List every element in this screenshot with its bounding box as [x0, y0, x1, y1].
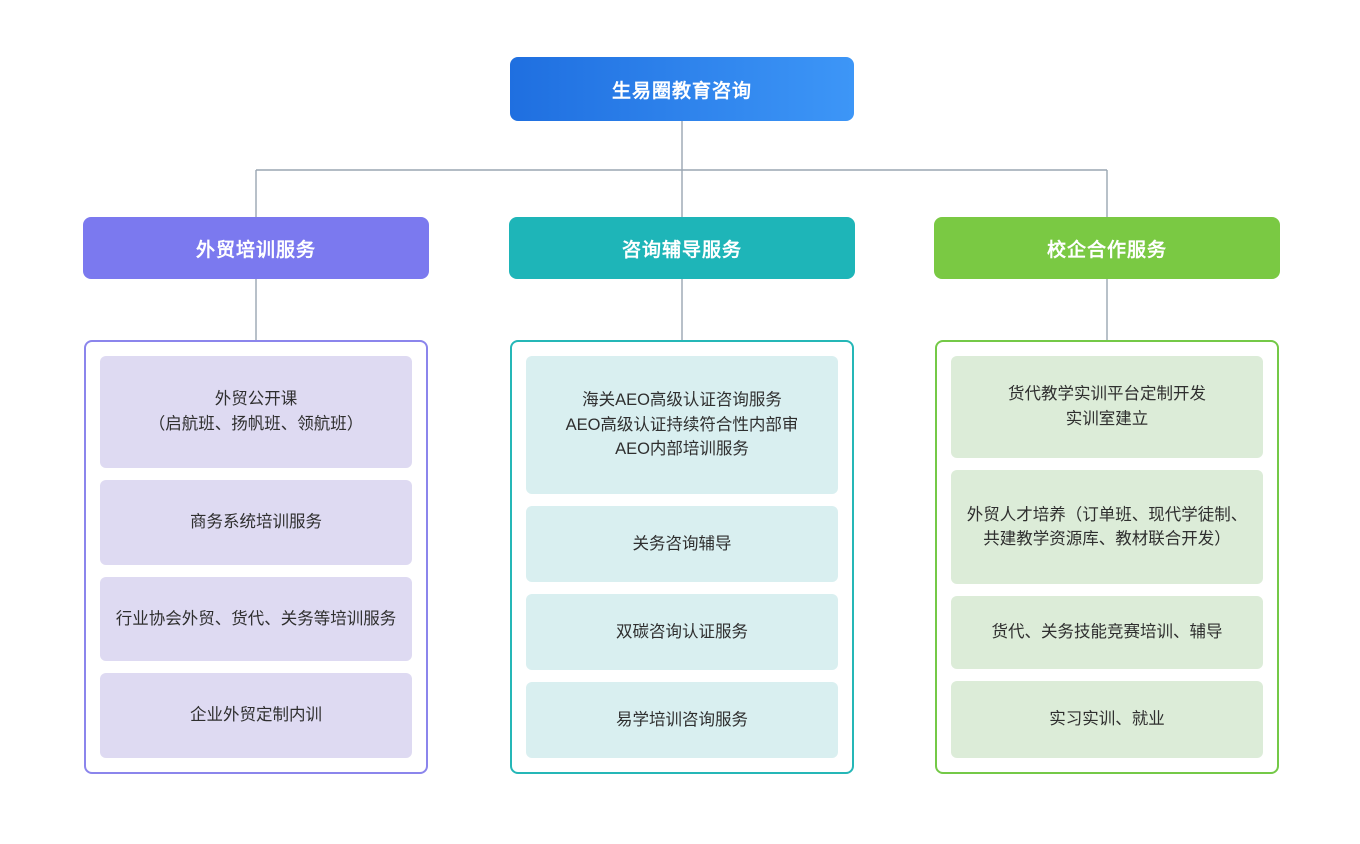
branch-header-label-3: 校企合作服务	[1046, 239, 1167, 261]
service-item-card[interactable]: 外贸公开课 （启航班、扬帆班、领航班）	[100, 356, 412, 469]
branch-group-box-2: 海关AEO高级认证咨询服务 AEO高级认证持续符合性内部审 AEO内部培训服务 …	[510, 340, 854, 774]
branch-header-label-2: 咨询辅导服务	[621, 239, 742, 261]
branch-header-3[interactable]: 校企合作服务	[934, 217, 1280, 279]
service-item-card[interactable]: 商务系统培训服务	[100, 480, 412, 566]
branch-group-box-3: 货代教学实训平台定制开发 实训室建立 外贸人才培养（订单班、现代学徒制、共建教学…	[935, 340, 1279, 774]
service-item-card[interactable]: 海关AEO高级认证咨询服务 AEO高级认证持续符合性内部审 AEO内部培训服务	[526, 356, 838, 495]
service-item-card[interactable]: 外贸人才培养（订单班、现代学徒制、共建教学资源库、教材联合开发）	[951, 470, 1263, 585]
service-item-card[interactable]: 双碳咨询认证服务	[526, 594, 838, 671]
service-item-card[interactable]: 行业协会外贸、货代、关务等培训服务	[100, 577, 412, 662]
service-item-card[interactable]: 货代教学实训平台定制开发 实训室建立	[951, 356, 1263, 459]
root-node-label: 生易圈教育咨询	[611, 80, 752, 102]
branch-header-1[interactable]: 外贸培训服务	[83, 217, 429, 279]
branch-group-box-1: 外贸公开课 （启航班、扬帆班、领航班） 商务系统培训服务 行业协会外贸、货代、关…	[84, 340, 428, 774]
root-node[interactable]: 生易圈教育咨询	[510, 57, 854, 121]
service-item-card[interactable]: 企业外贸定制内训	[100, 673, 412, 758]
branch-header-label-1: 外贸培训服务	[195, 239, 316, 261]
branch-header-2[interactable]: 咨询辅导服务	[509, 217, 855, 279]
service-item-card[interactable]: 货代、关务技能竞赛培训、辅导	[951, 596, 1263, 670]
service-item-card[interactable]: 易学培训咨询服务	[526, 682, 838, 758]
service-item-card[interactable]: 关务咨询辅导	[526, 506, 838, 583]
service-item-card[interactable]: 实习实训、就业	[951, 681, 1263, 759]
